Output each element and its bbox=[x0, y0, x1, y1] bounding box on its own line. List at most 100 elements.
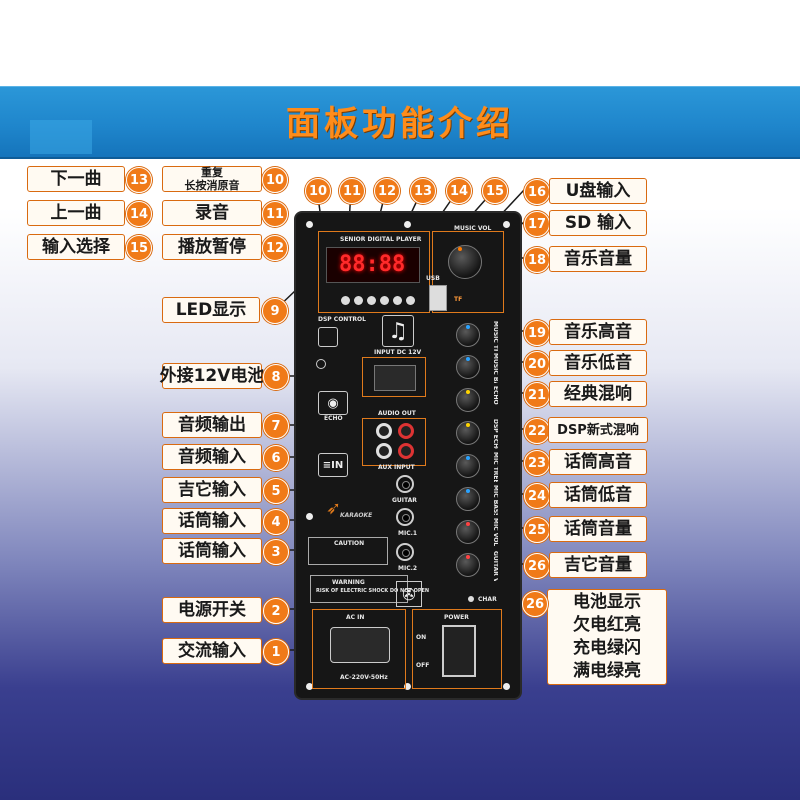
mic-treble-knob[interactable] bbox=[456, 454, 480, 478]
dc-terminal[interactable] bbox=[374, 365, 416, 391]
player-button[interactable] bbox=[367, 296, 376, 305]
guitar-jack[interactable] bbox=[396, 475, 414, 493]
right-label: 话筒低音 bbox=[549, 482, 647, 508]
usb-label: USB bbox=[426, 275, 440, 282]
off-label: OFF bbox=[416, 662, 430, 669]
number-badge: 4 bbox=[263, 509, 289, 535]
number-badge: 12 bbox=[374, 178, 400, 204]
mid-label-line: 长按消原音 bbox=[184, 179, 240, 192]
number-badge: 26 bbox=[522, 591, 548, 617]
music-bass-knob[interactable] bbox=[456, 355, 480, 379]
brand-label: KARAOKE bbox=[340, 512, 373, 519]
number-badge: 10 bbox=[262, 167, 288, 193]
screw bbox=[306, 513, 313, 520]
player-button[interactable] bbox=[393, 296, 402, 305]
battery-line: 电池显示 bbox=[573, 592, 641, 612]
player-button[interactable] bbox=[354, 296, 363, 305]
right-label: U盘输入 bbox=[549, 178, 647, 204]
music-volume-knob[interactable] bbox=[448, 245, 482, 279]
player-button[interactable] bbox=[406, 296, 415, 305]
led-display: 88:88 bbox=[326, 247, 420, 283]
number-badge: 17 bbox=[524, 211, 550, 237]
left-label: LED显示 bbox=[162, 297, 260, 323]
left-label: 话筒输入 bbox=[162, 508, 262, 534]
warning-label: WARNING bbox=[332, 579, 365, 586]
screw bbox=[503, 683, 510, 690]
caution-box bbox=[308, 537, 388, 565]
knob-side-label: MIC TREBLE bbox=[492, 452, 498, 482]
knob-side-label: MIC VOL bbox=[492, 518, 498, 547]
dsp-echo-knob[interactable] bbox=[456, 421, 480, 445]
battery-info-box: 电池显示 欠电红亮 充电绿闪 满电绿亮 bbox=[547, 589, 667, 685]
charge-label: CHAR bbox=[478, 596, 497, 603]
mic2-jack[interactable] bbox=[396, 543, 414, 561]
usb-port[interactable] bbox=[429, 285, 447, 311]
number-badge: 10 bbox=[305, 178, 331, 204]
number-badge: 26 bbox=[524, 553, 550, 579]
number-badge: 22 bbox=[524, 418, 550, 444]
number-badge: 11 bbox=[339, 178, 365, 204]
number-badge: 9 bbox=[262, 298, 288, 324]
audio-out-label: AUDIO OUT bbox=[378, 410, 416, 417]
indicator-icon bbox=[316, 359, 326, 369]
number-badge: 23 bbox=[524, 450, 550, 476]
player-button[interactable] bbox=[341, 296, 350, 305]
screw bbox=[503, 221, 510, 228]
knob-side-label: GUITAR VOL bbox=[492, 551, 498, 581]
right-label: 吉它音量 bbox=[549, 552, 647, 578]
echo-icon: ◉ bbox=[318, 391, 348, 415]
number-badge: 14 bbox=[446, 178, 472, 204]
number-badge: 14 bbox=[126, 201, 152, 227]
mic-bass-knob[interactable] bbox=[456, 487, 480, 511]
number-badge: 13 bbox=[126, 167, 152, 193]
player-module bbox=[318, 231, 430, 313]
left-label: 吉它输入 bbox=[162, 477, 262, 503]
number-badge: 8 bbox=[263, 364, 289, 390]
number-badge: 18 bbox=[524, 247, 550, 273]
screw bbox=[306, 683, 313, 690]
dsp-button[interactable] bbox=[318, 327, 338, 347]
ac-rating-label: AC-220V-50Hz bbox=[340, 674, 388, 681]
left-label: 话筒输入 bbox=[162, 538, 262, 564]
right-label: 音乐音量 bbox=[549, 246, 647, 272]
number-badge: 2 bbox=[263, 598, 289, 624]
music-treble-knob[interactable] bbox=[456, 323, 480, 347]
dsp-control-label: DSP CONTROL bbox=[318, 316, 366, 323]
mic-volume-knob[interactable] bbox=[456, 520, 480, 544]
left-label: 电源开关 bbox=[162, 597, 262, 623]
knob-side-label: MIC BASS bbox=[492, 485, 498, 515]
player-button[interactable] bbox=[380, 296, 389, 305]
mid-label: 录音 bbox=[162, 200, 262, 226]
guitar-volume-knob[interactable] bbox=[456, 553, 480, 577]
rca-aux-in-right[interactable] bbox=[398, 443, 414, 459]
power-switch[interactable] bbox=[442, 625, 476, 677]
mid-label-repeat: 重复长按消原音 bbox=[162, 166, 262, 192]
tf-label: TF bbox=[454, 296, 463, 303]
led-digits: 88:88 bbox=[339, 252, 406, 277]
right-label: SD 输入 bbox=[549, 210, 647, 236]
music-note-icon: ♫ bbox=[382, 315, 414, 347]
rca-audio-out-left[interactable] bbox=[376, 423, 392, 439]
echo-knob[interactable] bbox=[456, 388, 480, 412]
knob-side-label: ECHO bbox=[492, 386, 498, 405]
device-panel: SENIOR DIGITAL PLAYER 88:88 MUSIC VOL US… bbox=[296, 213, 520, 698]
player-label: SENIOR DIGITAL PLAYER bbox=[340, 236, 422, 243]
audio-io-box bbox=[362, 418, 426, 466]
echo-label: ECHO bbox=[324, 415, 343, 422]
guitar-label: GUITAR bbox=[392, 497, 417, 504]
rca-aux-in-left[interactable] bbox=[376, 443, 392, 459]
number-badge: 7 bbox=[263, 413, 289, 439]
rca-audio-out-right[interactable] bbox=[398, 423, 414, 439]
number-badge: 12 bbox=[262, 235, 288, 261]
left-label: 音频输出 bbox=[162, 412, 262, 438]
knob-side-label: MUSIC TREBLE bbox=[492, 321, 498, 351]
right-label: 音乐低音 bbox=[549, 350, 647, 376]
mic1-label: MIC.1 bbox=[398, 530, 418, 537]
number-badge: 21 bbox=[524, 382, 550, 408]
number-badge: 20 bbox=[524, 351, 550, 377]
number-badge: 19 bbox=[524, 320, 550, 346]
music-vol-module bbox=[432, 231, 504, 313]
ac-socket[interactable] bbox=[330, 627, 390, 663]
music-vol-label: MUSIC VOL bbox=[454, 225, 492, 232]
mic1-jack[interactable] bbox=[396, 508, 414, 526]
